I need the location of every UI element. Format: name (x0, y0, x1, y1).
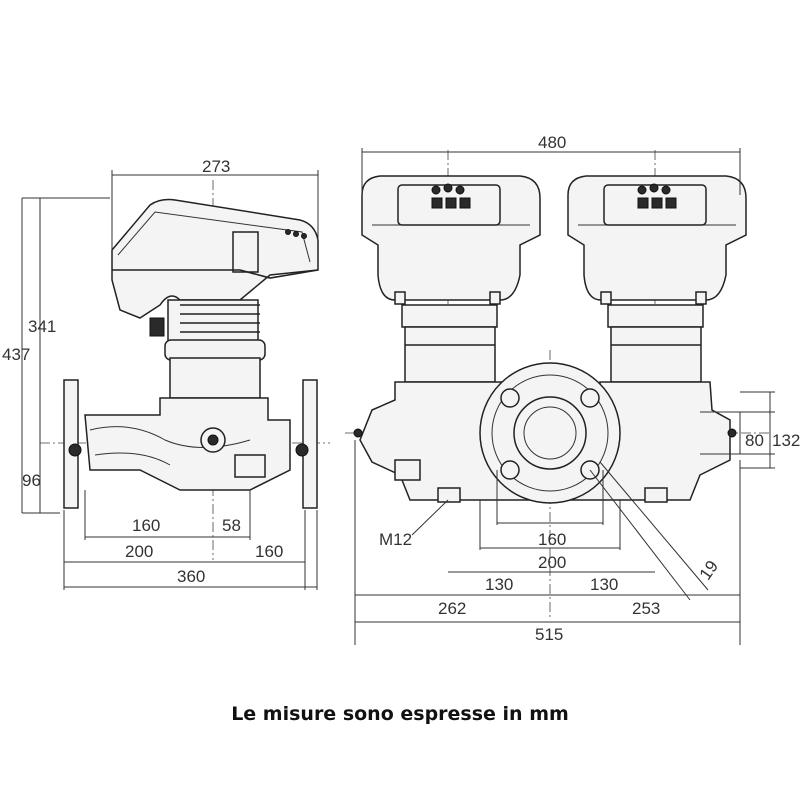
side-dimension-labels: 273 341 437 96 160 58 200 160 360 (2, 157, 283, 586)
dim-M12: M12 (379, 530, 412, 549)
dim-160-pitch: 160 (538, 530, 566, 549)
front-motor-left (361, 175, 541, 383)
dim-200-pitch: 200 (538, 553, 566, 572)
dim-130-left: 130 (485, 575, 513, 594)
side-dimensions (21, 170, 319, 590)
front-pump-body (353, 362, 737, 504)
side-view: 273 341 437 96 160 58 200 160 360 (2, 157, 330, 590)
side-flange-left (63, 379, 79, 509)
dim-96: 96 (22, 471, 41, 490)
dim-253: 253 (632, 599, 660, 618)
dim-480: 480 (538, 133, 566, 152)
caption: Le misure sono espresse in mm (231, 703, 569, 725)
dim-130-right: 130 (590, 575, 618, 594)
dim-262: 262 (438, 599, 466, 618)
dim-80: 80 (745, 431, 764, 450)
dim-132: 132 (772, 431, 800, 450)
dim-200: 200 (125, 542, 153, 561)
front-view: 480 80 132 M12 160 200 130 130 262 253 5… (345, 133, 800, 645)
dim-273: 273 (202, 157, 230, 176)
front-dimensions (354, 148, 775, 645)
front-motor-right (567, 175, 747, 383)
dim-160-flange: 160 (132, 516, 160, 535)
dim-360: 360 (177, 567, 205, 586)
dim-160-half: 160 (255, 542, 283, 561)
dim-58: 58 (222, 516, 241, 535)
dim-515: 515 (535, 625, 563, 644)
side-coupling (164, 299, 266, 399)
side-pump-body (84, 397, 291, 491)
side-flange-right (302, 379, 318, 509)
front-dimension-labels: 480 80 132 M12 160 200 130 130 262 253 5… (379, 133, 800, 644)
side-motor-head (111, 198, 319, 337)
dim-437: 437 (2, 345, 30, 364)
dim-341: 341 (28, 317, 56, 336)
